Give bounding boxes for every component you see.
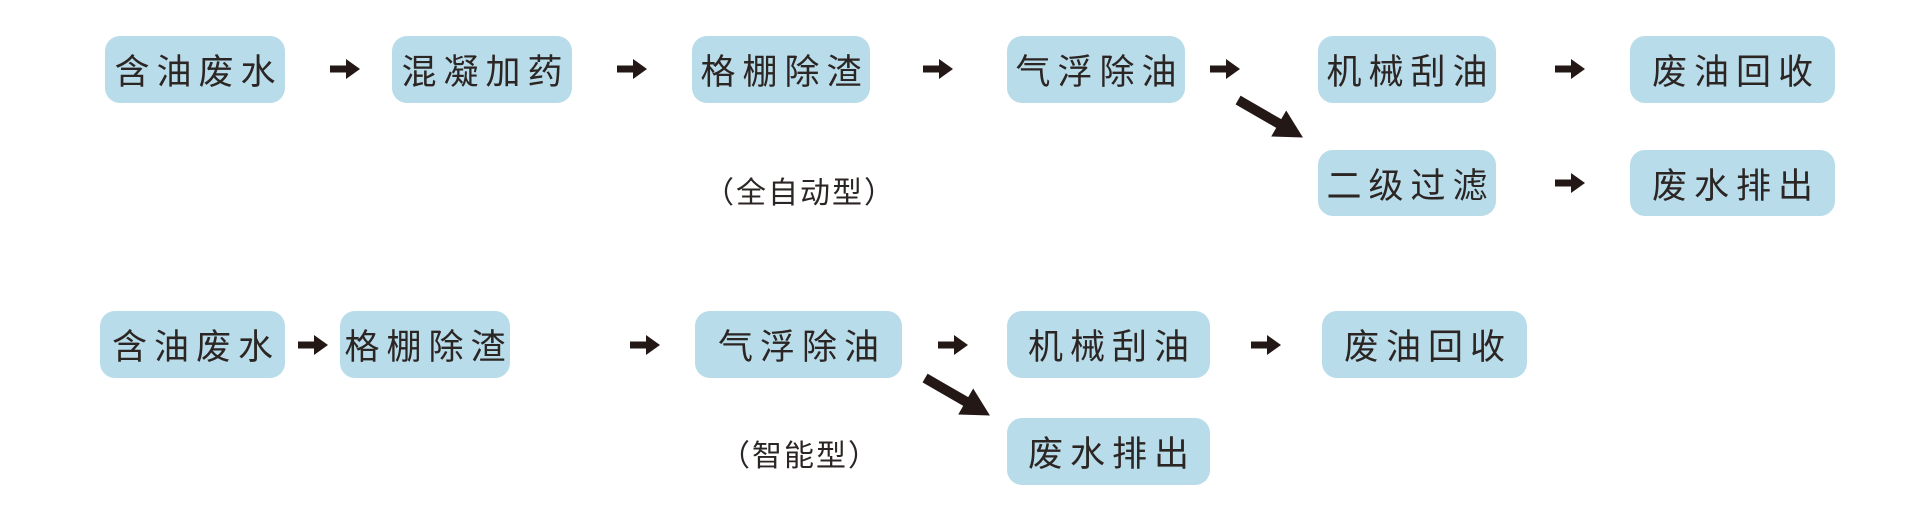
flow-node-coagulation-dosing: 混凝加药 xyxy=(392,36,572,103)
flow-node-label: 格棚除渣 xyxy=(700,53,869,92)
flow-node-label: 废油回收 xyxy=(1651,53,1820,92)
flow-node-mechanical-oil-scraping: 机械刮油 xyxy=(1318,36,1496,103)
flow-node-waste-oil-recovery: 废油回收 xyxy=(1322,311,1527,378)
flow-node-oily-wastewater: 含油废水 xyxy=(105,36,285,103)
flow-node-label: 废油回收 xyxy=(1343,328,1512,367)
flow-node-label: 废水排出 xyxy=(1027,435,1196,474)
arrow-right-icon xyxy=(938,334,968,356)
flow-node-label: 混凝加药 xyxy=(401,53,570,92)
flow-node-air-flotation-deoiling: 气浮除油 xyxy=(1007,36,1185,103)
flow-node-screen-slag-removal: 格棚除渣 xyxy=(340,311,510,378)
flow-node-label: 格棚除渣 xyxy=(344,328,513,367)
arrow-right-icon xyxy=(330,58,360,80)
flow-node-label: 含油废水 xyxy=(114,53,283,92)
arrow-right-icon xyxy=(1555,172,1585,194)
arrow-down-right-icon xyxy=(1230,85,1312,152)
flow-node-wastewater-discharge: 废水排出 xyxy=(1630,150,1835,216)
flow-node-screen-slag-removal: 格棚除渣 xyxy=(692,36,870,103)
arrow-right-icon xyxy=(298,334,328,356)
flow-node-waste-oil-recovery: 废油回收 xyxy=(1630,36,1835,103)
arrow-right-icon xyxy=(1210,58,1240,80)
flow-node-label: 二级过滤 xyxy=(1326,166,1495,206)
flow-node-label: 含油废水 xyxy=(111,328,280,367)
arrow-right-icon xyxy=(1555,58,1585,80)
flowchart-type-label-automatic: （全自动型） xyxy=(704,177,896,210)
arrow-down-right-icon xyxy=(917,363,999,430)
flow-node-secondary-filtration: 二级过滤 xyxy=(1318,150,1496,216)
flow-node-label: 气浮除油 xyxy=(1015,53,1184,92)
arrow-right-icon xyxy=(923,58,953,80)
flow-node-label: 机械刮油 xyxy=(1326,53,1495,92)
flow-node-oily-wastewater: 含油废水 xyxy=(100,311,285,378)
flow-node-air-flotation-deoiling: 气浮除油 xyxy=(695,311,902,378)
arrow-right-icon xyxy=(1251,334,1281,356)
flow-node-label: 废水排出 xyxy=(1651,166,1820,206)
flow-node-wastewater-discharge: 废水排出 xyxy=(1007,418,1210,485)
flowchart-type-label-intelligent: （智能型） xyxy=(720,440,880,473)
arrow-right-icon xyxy=(630,334,660,356)
flow-node-mechanical-oil-scraping: 机械刮油 xyxy=(1007,311,1210,378)
flow-node-label: 机械刮油 xyxy=(1027,328,1196,367)
arrow-right-icon xyxy=(617,58,647,80)
flow-node-label: 气浮除油 xyxy=(717,328,886,367)
